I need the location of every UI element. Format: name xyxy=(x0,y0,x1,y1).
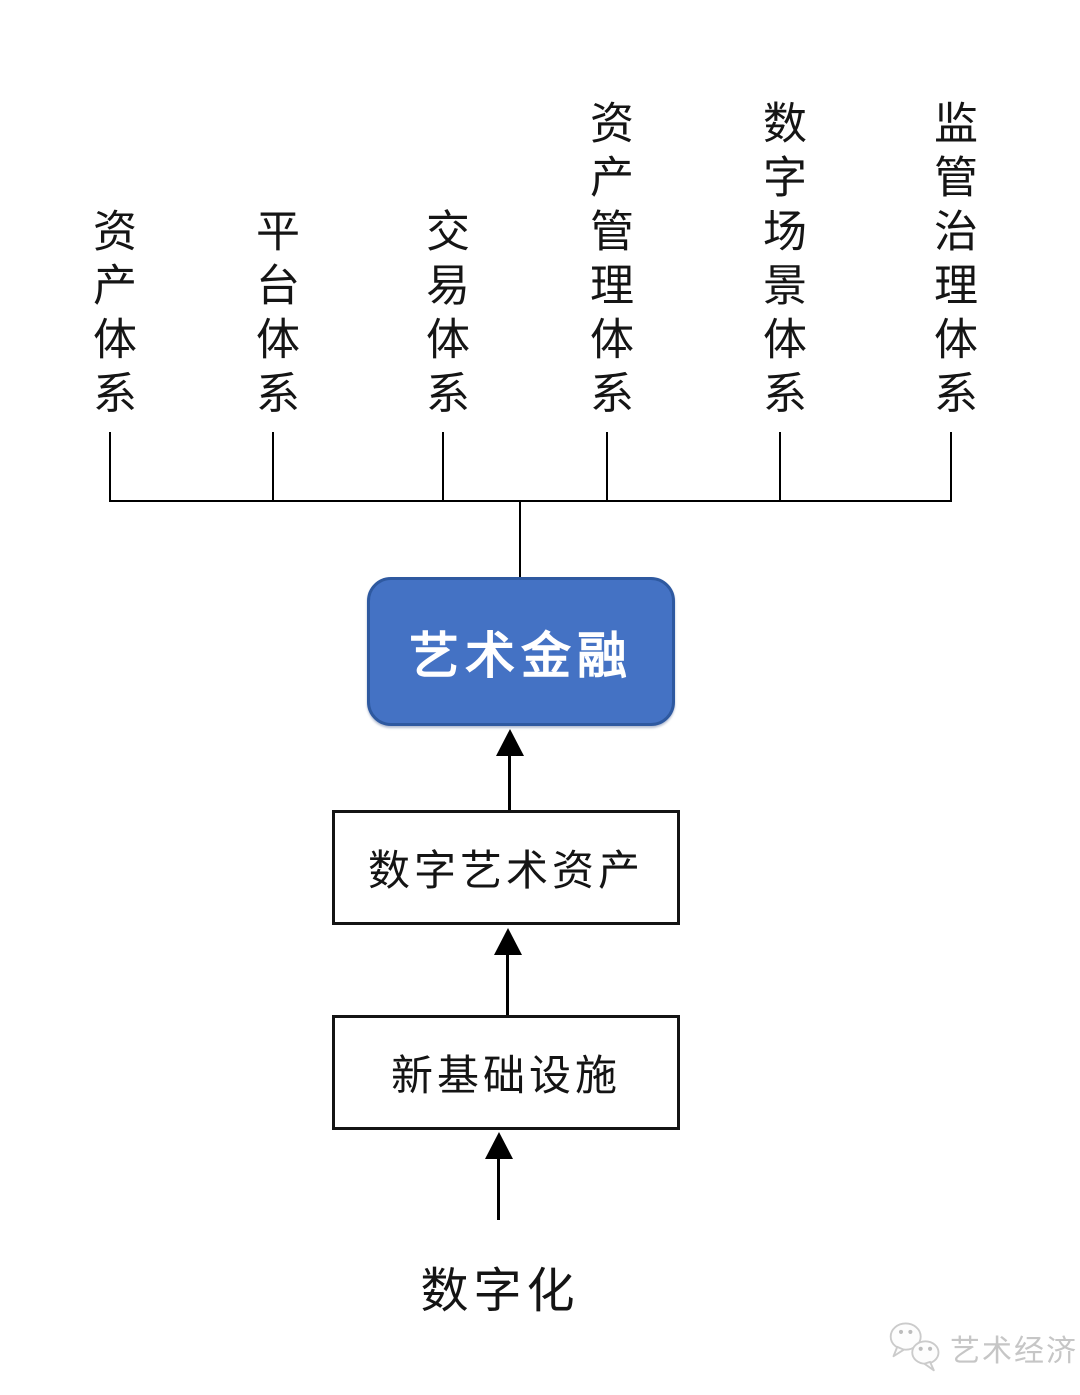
arrow-up-3-head xyxy=(485,1132,513,1159)
watermark: 艺术经济 xyxy=(886,1316,1078,1379)
connector-stub-4 xyxy=(606,432,608,502)
digital-art-assets-label: 数字艺术资产 xyxy=(367,849,644,895)
wechat-chat-bubbles-icon xyxy=(886,1316,946,1379)
system-label-asset: 资产体系 xyxy=(86,208,135,424)
system-label-asset-management: 资产管理体系 xyxy=(583,100,632,424)
system-label-trading: 交易体系 xyxy=(419,208,468,424)
system-label-platform: 平台体系 xyxy=(249,208,298,424)
connector-stub-1 xyxy=(109,432,111,502)
watermark-text: 艺术经济 xyxy=(950,1334,1078,1368)
arrow-up-1-head xyxy=(496,729,524,756)
connector-stub-6 xyxy=(950,432,952,502)
arrow-up-1-shaft xyxy=(508,754,511,810)
art-finance-node: 艺术金融 xyxy=(367,577,675,726)
arrow-up-2-head xyxy=(494,928,522,955)
digital-art-assets-node: 数字艺术资产 xyxy=(332,810,680,925)
new-infrastructure-node: 新基础设施 xyxy=(332,1015,680,1130)
system-label-digital-scene: 数字场景体系 xyxy=(756,100,805,424)
connector-stub-2 xyxy=(272,432,274,502)
digitalization-label: 数字化 xyxy=(420,1265,580,1318)
connector-stub-3 xyxy=(442,432,444,502)
connector-bus xyxy=(109,500,952,502)
arrow-up-2-shaft xyxy=(506,953,509,1015)
system-labels: 资产体系 平台体系 交易体系 资产管理体系 数字场景体系 监管治理体系 xyxy=(0,0,1080,424)
art-finance-node-label: 艺术金融 xyxy=(409,627,633,684)
connector-stub-5 xyxy=(779,432,781,502)
arrow-up-3-shaft xyxy=(497,1157,500,1220)
new-infrastructure-label: 新基础设施 xyxy=(390,1054,621,1100)
connector-drop xyxy=(519,502,521,578)
system-label-regulation-governance: 监管治理体系 xyxy=(927,100,976,424)
